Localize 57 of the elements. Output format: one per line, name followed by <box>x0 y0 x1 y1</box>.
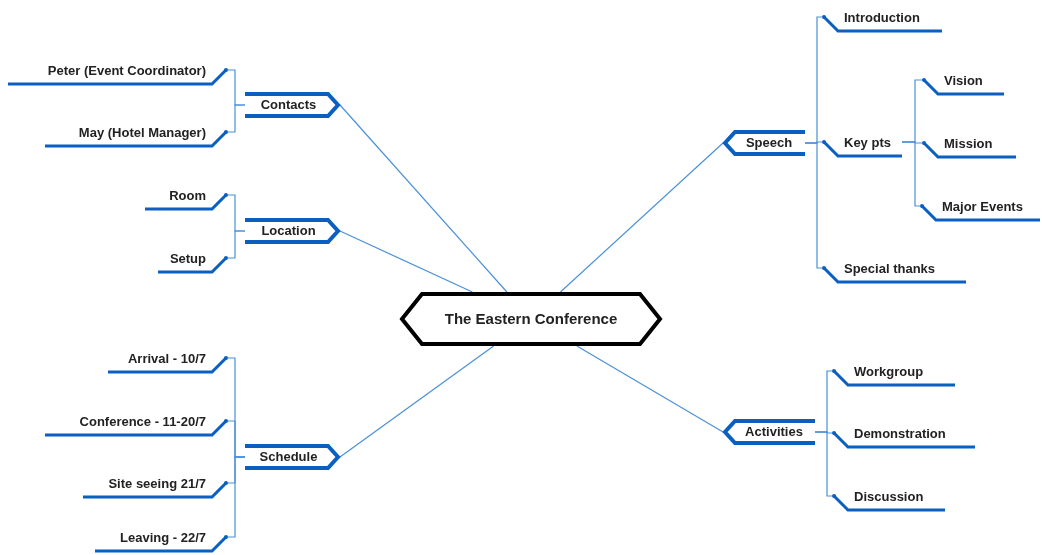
main-topic <box>723 130 805 156</box>
node-label: Site seeing 21/7 <box>108 476 206 492</box>
connector-line <box>804 142 823 269</box>
node-label: Key pts <box>844 135 891 151</box>
connector-line <box>339 230 473 293</box>
subtopic <box>832 426 975 450</box>
subtopic <box>158 251 228 275</box>
node-label: Introduction <box>844 10 920 26</box>
node-label: Activities <box>745 424 803 440</box>
subtopic <box>922 136 1016 160</box>
node-label: The Eastern Conference <box>444 311 618 327</box>
subtopic <box>822 135 902 159</box>
node-label: Room <box>169 188 206 204</box>
connector-line <box>576 345 724 433</box>
node-label: Peter (Event Coordinator) <box>47 63 206 79</box>
main-topic <box>245 92 340 118</box>
subtopic <box>145 188 228 212</box>
node-label: May (Hotel Manager) <box>78 125 206 141</box>
subtopic <box>95 530 228 554</box>
main-topic <box>245 218 340 244</box>
subtopic <box>45 125 228 149</box>
node-label: Demonstration <box>854 426 946 442</box>
connector-line <box>339 104 508 293</box>
subtopic <box>8 63 228 87</box>
connector-line <box>227 456 246 538</box>
main-topic <box>245 444 340 470</box>
node-label: Speech <box>745 135 793 151</box>
connector-line <box>901 141 921 207</box>
connector-line <box>227 104 246 133</box>
node-label: Schedule <box>259 449 318 465</box>
subtopic <box>108 351 228 375</box>
subtopic <box>83 476 228 500</box>
node-label: Discussion <box>854 489 924 505</box>
node-label: Vision <box>944 73 983 89</box>
node-label: Workgroup <box>854 364 924 380</box>
node-label: Arrival - 10/7 <box>127 351 206 367</box>
node-label: Mission <box>944 136 993 152</box>
connector-line <box>227 230 246 259</box>
connector-line <box>559 142 724 293</box>
subtopic <box>922 73 1004 97</box>
central-topic <box>400 292 662 346</box>
subtopic <box>920 199 1040 223</box>
node-label: Leaving - 22/7 <box>120 530 206 546</box>
node-label: Special thanks <box>844 261 936 277</box>
node-label: Major Events <box>942 199 1023 215</box>
connector-line <box>339 345 495 458</box>
subtopic <box>832 489 945 513</box>
connector-line <box>814 431 833 497</box>
subtopic <box>822 10 942 34</box>
node-label: Conference - 11-20/7 <box>79 414 206 430</box>
main-topic <box>723 419 815 445</box>
subtopic <box>822 261 966 285</box>
subtopic <box>832 364 955 388</box>
node-label: Contacts <box>260 97 317 113</box>
subtopic <box>45 414 228 438</box>
node-label: Setup <box>169 251 206 267</box>
node-label: Location <box>261 223 316 239</box>
